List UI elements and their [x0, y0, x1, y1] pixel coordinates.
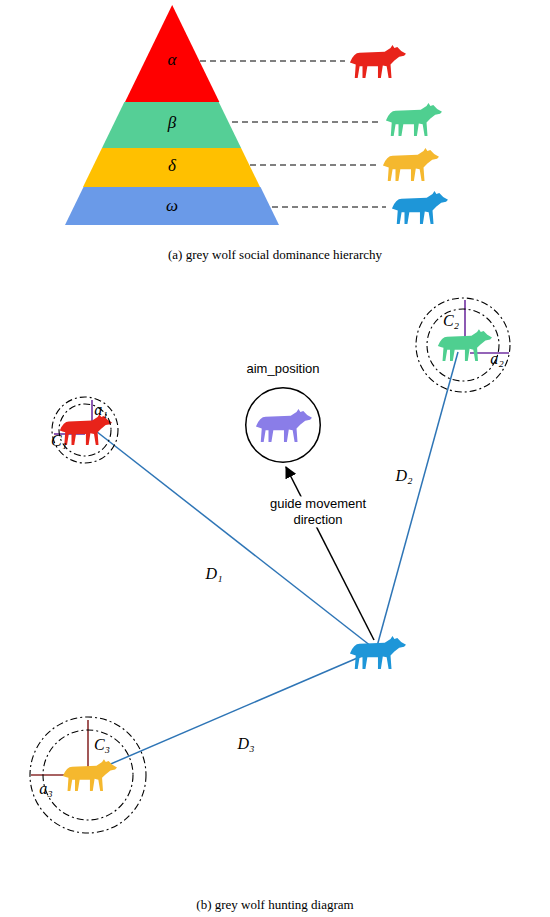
subfigure-caption: (b) grey wolf hunting diagram: [75, 897, 475, 913]
coefficient-label: C₁: [51, 432, 67, 450]
omega-wolf: [350, 636, 406, 669]
rank-symbol: ω: [166, 196, 178, 216]
node-outline: [30, 717, 146, 833]
dash-dot-circle: [30, 717, 146, 833]
hierarchy-band: α: [125, 5, 219, 102]
node-outline: [416, 298, 510, 392]
distance-line: [92, 650, 376, 772]
alpha-wolf: [60, 414, 112, 445]
guide-arrow: [286, 467, 374, 640]
subfigure-caption: (a) grey wolf social dominance hierarchy: [75, 247, 475, 263]
hierarchy-band: δ: [83, 148, 260, 187]
coefficient-label: a₃: [39, 780, 53, 798]
delta-wolf: [383, 148, 439, 181]
delta-wolf: [63, 759, 117, 791]
omega-wolf: [392, 191, 448, 224]
circle-shape: [246, 388, 321, 463]
coefficient-lines: [31, 300, 509, 775]
coefficient-label: C₃: [94, 736, 110, 754]
band-shape: [65, 187, 279, 225]
distance-line: [376, 352, 458, 650]
coefficient-label: C₂: [443, 312, 459, 330]
beta-wolf: [386, 103, 442, 136]
search-radius: a₁ C₁: [52, 397, 118, 463]
hierarchy-band: β: [102, 102, 241, 148]
node-outline: [52, 397, 118, 463]
arrow-label: guide movement direction: [259, 496, 377, 527]
leader-line: [200, 61, 345, 62]
rank-symbol: β: [168, 113, 176, 133]
band-shape: [102, 102, 241, 148]
target-label: aim_position: [247, 361, 320, 376]
distance-label: D₂: [384, 466, 424, 485]
search-radius: C₂ a₂: [416, 298, 510, 392]
dash-dot-circle: [416, 298, 510, 392]
band-shape: [125, 5, 219, 102]
leader-line: [272, 207, 386, 208]
band-shape: [83, 148, 260, 187]
node-outline: [245, 387, 321, 463]
beta-wolf: [438, 329, 492, 361]
target-circle: aim_position: [245, 387, 321, 463]
coefficient-label: a₂: [490, 350, 504, 368]
distance-label: D₃: [226, 734, 266, 753]
rank-symbol: α: [168, 50, 177, 70]
search-radius: C₃ a₃: [30, 717, 146, 833]
dash-dot-circle: [427, 309, 499, 381]
dash-dot-circle: [52, 397, 118, 463]
leader-line: [232, 122, 380, 123]
distance-line: [92, 428, 376, 650]
distance-label: D₁: [194, 564, 234, 583]
prey-wolf: [256, 409, 312, 442]
leader-line: [250, 165, 378, 166]
coefficient-label: a₁: [94, 401, 108, 419]
dash-dot-circle: [43, 730, 133, 820]
distance-lines: [92, 352, 458, 772]
rank-symbol: δ: [168, 156, 176, 176]
hierarchy-band: ω: [65, 187, 279, 225]
alpha-wolf: [350, 45, 406, 78]
